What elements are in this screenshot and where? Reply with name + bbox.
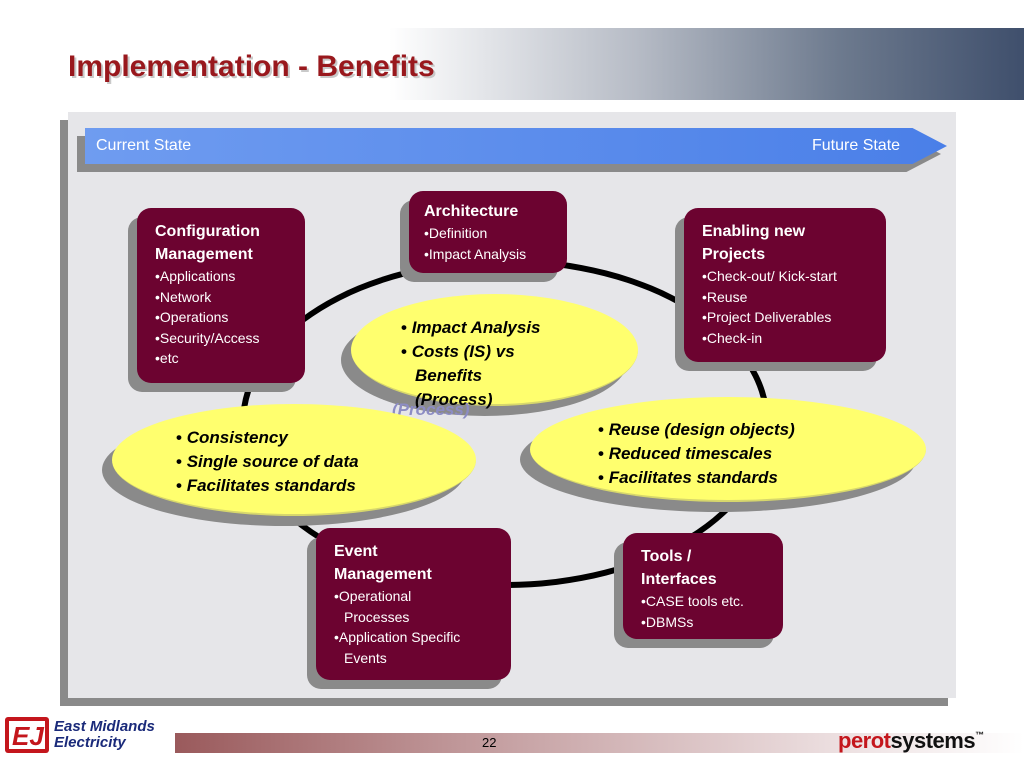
list-item: Reduced timescales — [598, 442, 795, 466]
perot-systems-logo: perotsystems™ — [838, 728, 984, 754]
configuration-management-box: Configuration Management Applications Ne… — [137, 208, 305, 383]
list-item: Facilitates standards — [598, 466, 795, 490]
list-item: Operations — [155, 307, 291, 328]
list-item: Security/Access — [155, 328, 291, 349]
east-midlands-logo-text: East Midlands Electricity — [54, 719, 155, 751]
trademark: ™ — [975, 730, 984, 740]
enabling-new-projects-box: Enabling new Projects Check-out/ Kick-st… — [684, 208, 886, 362]
list-item: Consistency — [176, 426, 359, 450]
list-item: Reuse — [702, 287, 872, 308]
list-item: Check-out/ Kick-start — [702, 266, 872, 287]
footer-band — [175, 733, 1024, 753]
list-item: Project Deliverables — [702, 307, 872, 328]
list-item: Costs (IS) vs Benefits (Process) — [401, 340, 541, 412]
architecture-title: Architecture — [424, 203, 519, 220]
list-item: Impact Analysis — [424, 244, 557, 265]
list-item: Network — [155, 287, 291, 308]
tools-interfaces-title: Tools / Interfaces — [641, 548, 717, 588]
tools-interfaces-box: Tools / Interfaces CASE tools etc. DBMSs — [623, 533, 783, 639]
logo-line: East Midlands — [54, 718, 155, 735]
list-item: CASE tools etc. — [641, 591, 769, 612]
overflow-text: (Process) — [392, 400, 470, 419]
list-item: Application Specific Events — [334, 627, 494, 668]
list-item: Check-in — [702, 328, 872, 349]
center-benefits-ellipse: Impact Analysis Costs (IS) vs Benefits (… — [351, 294, 638, 409]
enabling-new-projects-title: Enabling new Projects — [702, 223, 806, 263]
event-management-box: Event Management Operational Processes A… — [316, 528, 511, 680]
logo-mark: EJ — [12, 721, 44, 751]
list-item: etc — [155, 348, 291, 369]
logo-line: Electricity — [54, 734, 126, 751]
list-item: Reuse (design objects) — [598, 418, 795, 442]
slide-title: Implementation - Benefits — [68, 50, 435, 83]
right-benefits-ellipse: Reuse (design objects) Reduced timescale… — [530, 397, 926, 502]
list-item: DBMSs — [641, 612, 769, 633]
logo-part: perot — [838, 728, 891, 753]
header-band — [0, 28, 1024, 100]
page-number: 22 — [482, 735, 497, 750]
list-item: Definition — [424, 223, 557, 244]
east-midlands-logo-icon: EJ — [5, 717, 49, 753]
list-item: Single source of data — [176, 450, 359, 474]
list-item: Operational Processes — [334, 586, 444, 627]
list-item: Applications — [155, 266, 291, 287]
logo-part: systems — [890, 728, 976, 753]
left-benefits-ellipse: Consistency Single source of data Facili… — [112, 404, 476, 516]
event-management-title: Event Management — [334, 543, 432, 583]
configuration-management-title: Configuration Management — [155, 223, 260, 263]
list-item: Facilitates standards — [176, 474, 359, 498]
current-state-label: Current State — [96, 137, 192, 154]
progress-arrow — [85, 128, 947, 164]
future-state-label: Future State — [812, 137, 901, 154]
list-item: Impact Analysis — [401, 316, 541, 340]
architecture-box: Architecture Definition Impact Analysis — [409, 191, 567, 273]
